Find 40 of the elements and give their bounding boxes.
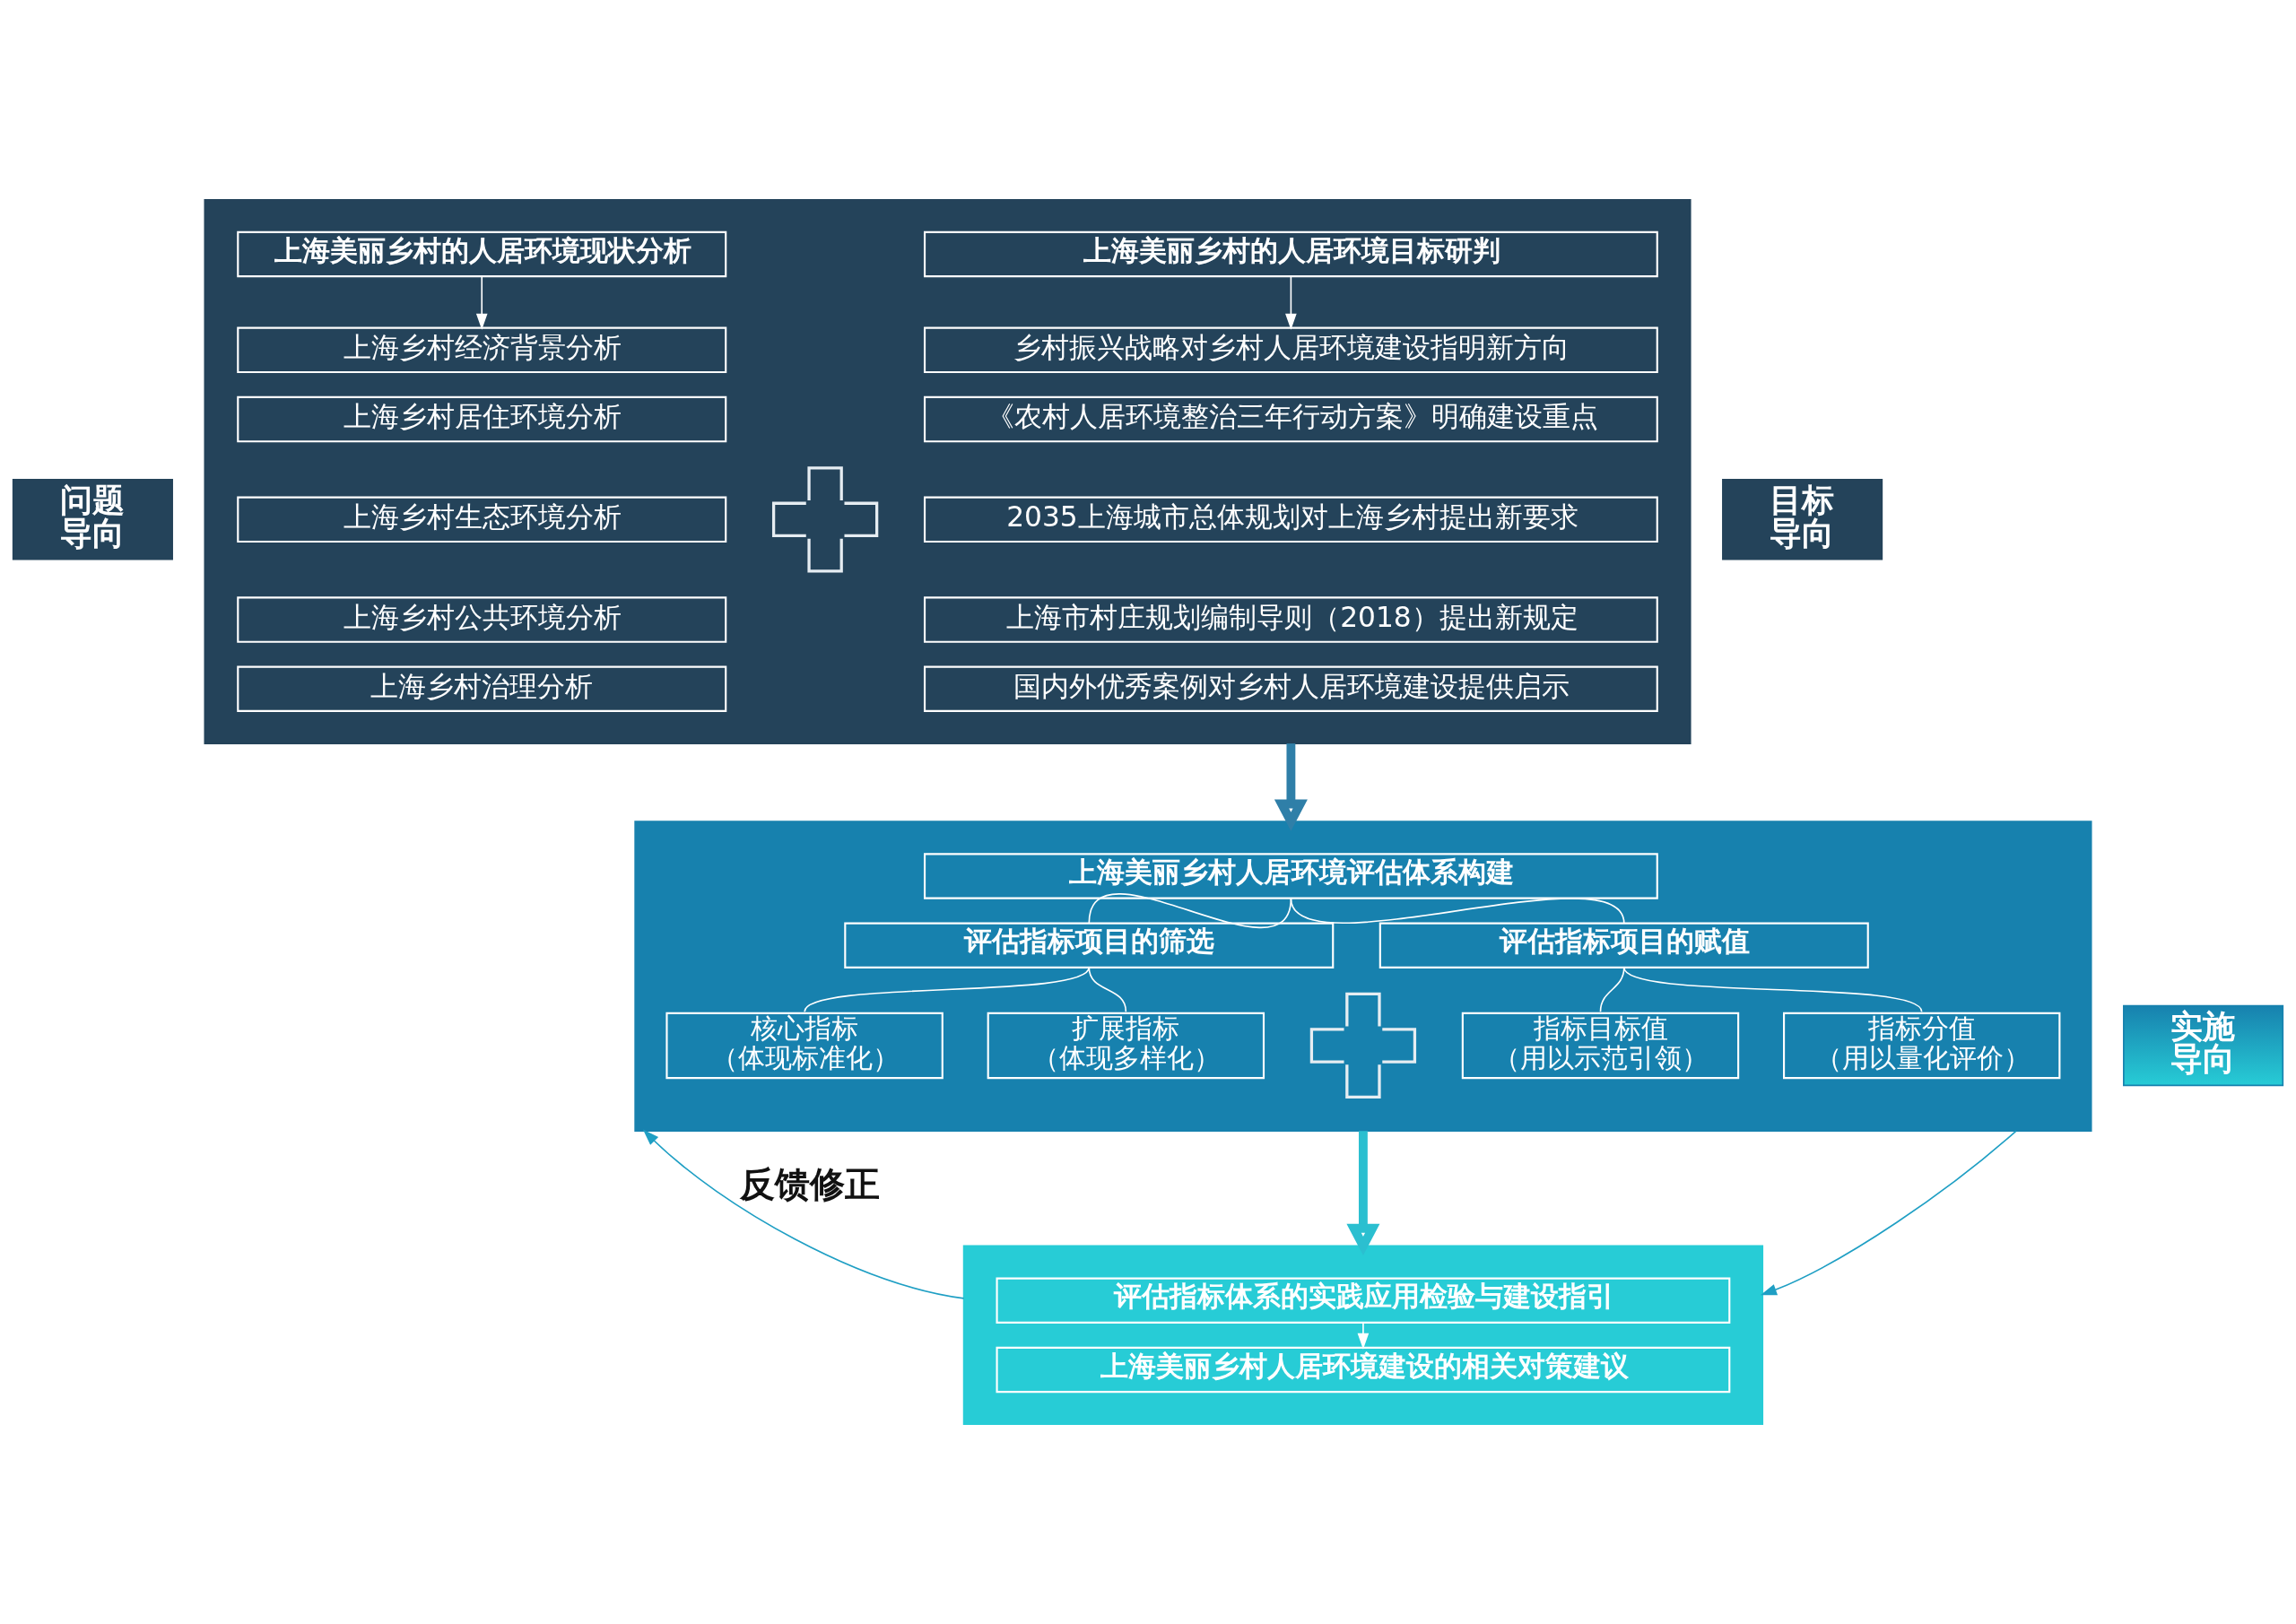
arrow (1357, 1322, 1370, 1350)
node-box: 上海美丽乡村人居环境评估体系构建 (923, 853, 1658, 899)
arrow (1274, 743, 1308, 831)
arrow (642, 1129, 965, 1299)
node-box: 上海市村庄规划编制导则（2018）提出新规定 (923, 596, 1658, 643)
node-box: 《农村人居环境整治三年行动方案》明确建设重点 (923, 395, 1658, 443)
node-box: 指标分值 （用以量化评价） (1783, 1012, 2061, 1080)
arrow (475, 275, 488, 330)
connector (804, 967, 1091, 1012)
cluster (962, 1245, 1764, 1426)
node-box: 乡村振兴战略对乡村人居环境建设指明新方向 (923, 326, 1658, 374)
node-box: 上海乡村经济背景分析 (237, 326, 727, 374)
arrow (1285, 275, 1297, 330)
connector (1290, 897, 1625, 925)
node-box: 实施导向 (2123, 1004, 2284, 1087)
node-box: 扩展指标 （体现多样化） (987, 1012, 1265, 1080)
node-box: 评估指标项目的赋值 (1378, 922, 1869, 968)
node-box: 问题导向 (12, 479, 173, 560)
edge-label: 反馈修正 (739, 1162, 880, 1204)
node-box: 上海美丽乡村的人居环境目标研判 (923, 230, 1658, 278)
node-box: 上海乡村治理分析 (237, 665, 727, 712)
connector (1622, 967, 1923, 1012)
node-box: 上海美丽乡村人居环境建设的相关对策建议 (996, 1346, 1731, 1394)
node-box: 上海美丽乡村的人居环境现状分析 (237, 230, 727, 278)
connector (1088, 893, 1292, 929)
cluster (634, 821, 2092, 1133)
node-box: 2035上海城市总体规划对上海乡村提出新要求 (923, 496, 1658, 543)
node-box: 核心指标 （体现标准化） (665, 1012, 944, 1080)
connector (1599, 967, 1625, 1012)
node-box: 评估指标体系的实践应用检验与建设指引 (996, 1277, 1731, 1324)
arrow (1346, 1131, 1380, 1256)
node-box: 上海乡村生态环境分析 (237, 496, 727, 543)
node-box: 国内外优秀案例对乡村人居环境建设提供启示 (923, 665, 1658, 712)
arrow (1760, 1130, 2017, 1296)
node-box: 评估指标项目的筛选 (844, 922, 1335, 968)
connector (1088, 967, 1127, 1012)
node-box: 指标目标值 （用以示范引领） (1461, 1012, 1740, 1080)
node-box: 目标导向 (1722, 479, 1883, 560)
node-box: 上海乡村公共环境分析 (237, 596, 727, 643)
node-box: 上海乡村居住环境分析 (237, 395, 727, 443)
